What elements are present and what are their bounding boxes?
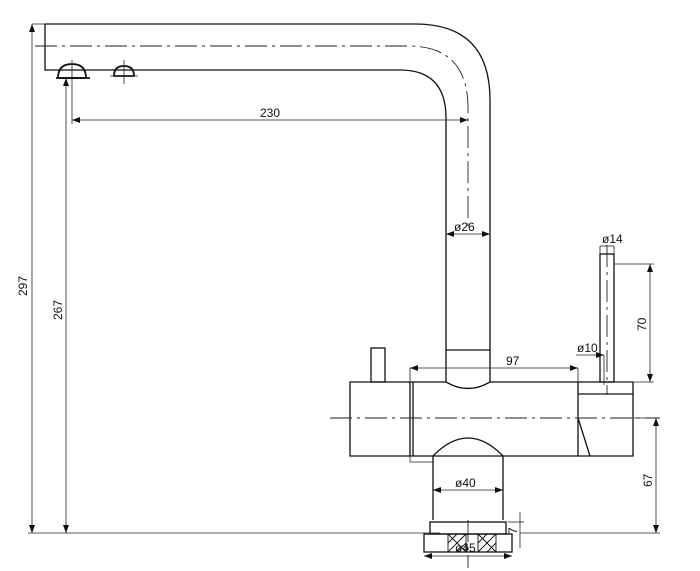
left-lever <box>370 347 386 383</box>
dim-70: 70 <box>635 317 649 331</box>
dim-67: 67 <box>641 473 655 487</box>
mixer-body <box>330 245 660 520</box>
dimension-labels: 230 297 267 ø26 ø14 70 ø10 97 ø40 67 ø45… <box>16 106 655 555</box>
dim-45: ø45 <box>455 541 476 555</box>
spout <box>35 23 491 350</box>
dim-267: 267 <box>51 300 65 320</box>
dimension-lines <box>28 23 660 557</box>
dim-7: 7 <box>506 527 520 534</box>
dim-230: 230 <box>260 106 280 120</box>
dim-40: ø40 <box>455 476 476 490</box>
arrowheads <box>29 24 659 559</box>
dim-97: 97 <box>506 354 520 368</box>
dim-26: ø26 <box>454 220 475 234</box>
base-fixing <box>423 520 513 568</box>
dim-10: ø10 <box>577 341 598 355</box>
dim-14: ø14 <box>602 232 623 246</box>
dim-297: 297 <box>16 276 30 296</box>
